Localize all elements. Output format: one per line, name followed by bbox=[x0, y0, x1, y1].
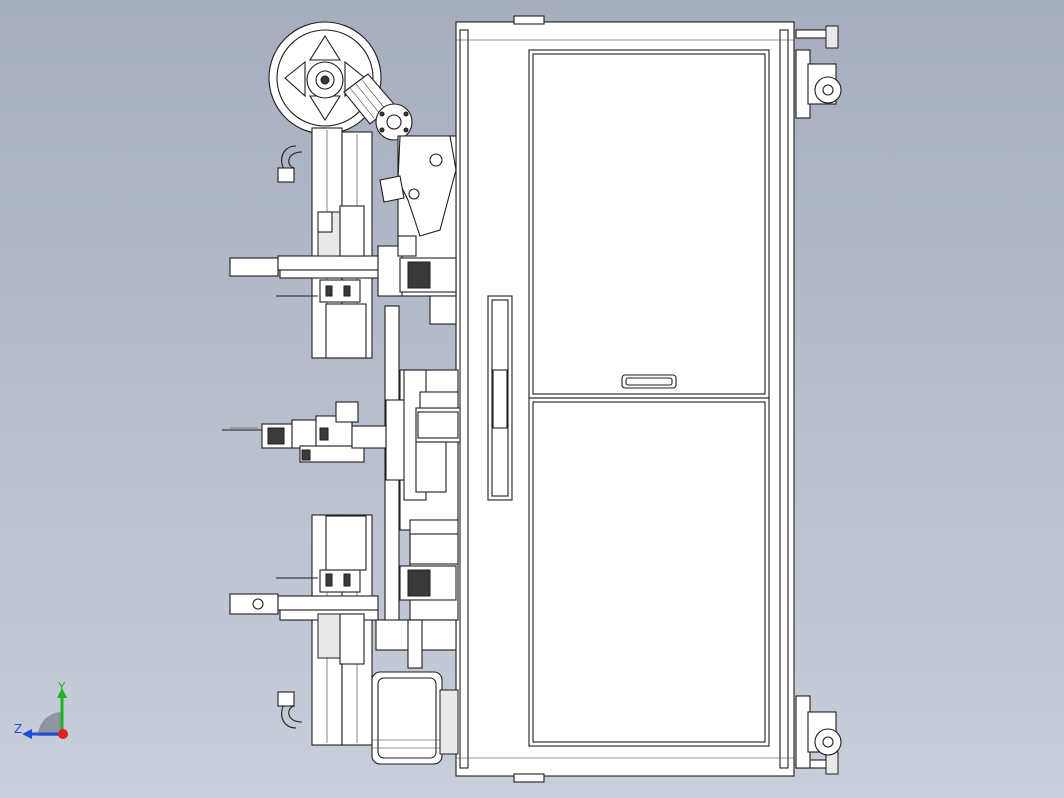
reel-motor bbox=[343, 73, 413, 141]
lower-station bbox=[229, 515, 459, 669]
lower-door-panel bbox=[528, 397, 770, 747]
middle-camera-housing bbox=[415, 407, 461, 443]
cabinet-bottom-tab bbox=[513, 773, 545, 783]
motor-flange bbox=[375, 103, 413, 141]
door-handle bbox=[621, 374, 677, 389]
side-handle-grip bbox=[492, 369, 508, 429]
middle-station bbox=[222, 369, 461, 501]
cabinet bbox=[455, 15, 795, 783]
middle-column bbox=[385, 399, 407, 481]
upper-slide-block bbox=[229, 257, 279, 277]
axis-triad: Y Z bbox=[14, 680, 68, 739]
cabinet-top-tab bbox=[513, 15, 545, 25]
caster-wheel-bottom bbox=[814, 728, 842, 756]
bracket-arm bbox=[379, 135, 457, 237]
y-axis-label: Y bbox=[57, 680, 66, 694]
cabinet-side-rail-right bbox=[779, 29, 789, 769]
lower-slide-block bbox=[229, 593, 279, 615]
origin-marker bbox=[58, 729, 68, 739]
upper-station bbox=[229, 205, 457, 359]
cabinet-side-rail bbox=[459, 29, 469, 769]
upper-door-panel bbox=[528, 49, 770, 399]
cable-hook-bottom bbox=[277, 691, 303, 729]
bottom-spool bbox=[371, 671, 459, 765]
leveling-foot-top bbox=[825, 25, 839, 49]
caster-top bbox=[795, 25, 842, 119]
caster-bottom bbox=[795, 695, 842, 775]
cable-hook-top bbox=[277, 145, 303, 183]
z-axis-label: Z bbox=[14, 722, 22, 736]
caster-wheel-top bbox=[814, 76, 842, 104]
